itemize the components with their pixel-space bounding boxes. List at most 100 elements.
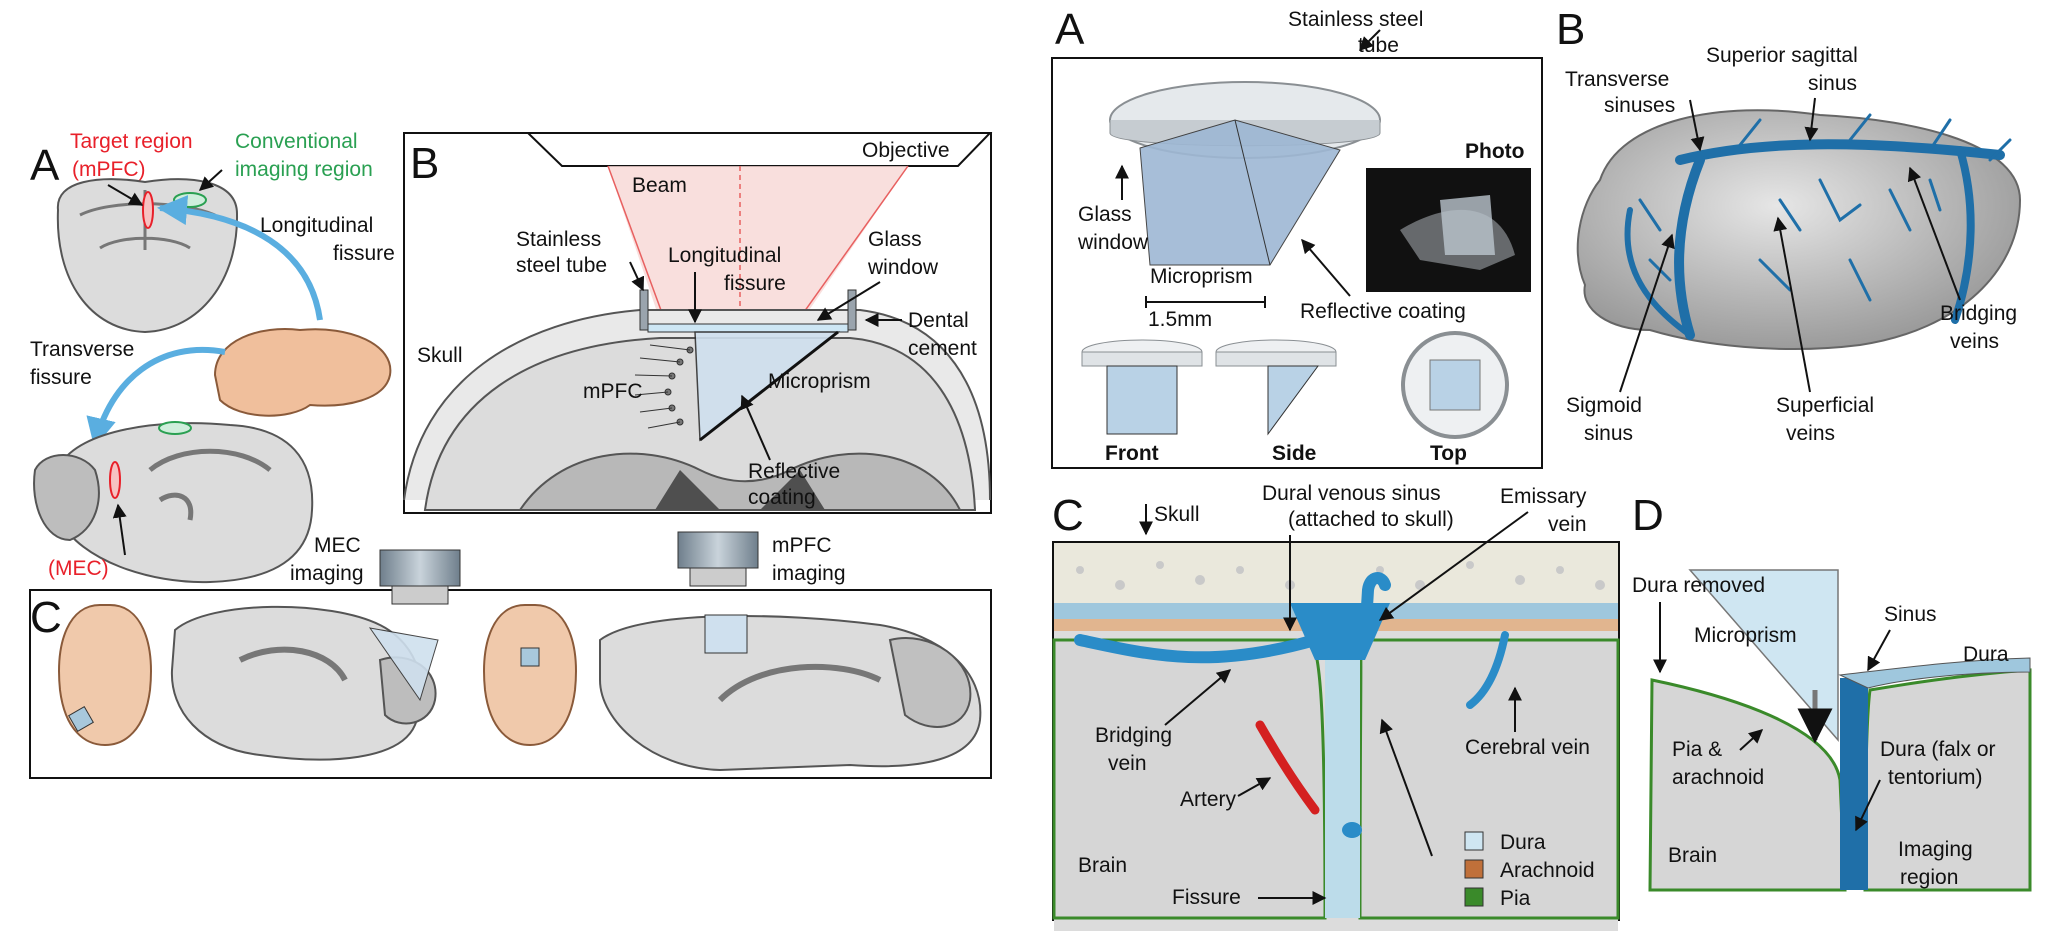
emissary-vein [1359,572,1391,646]
bridging-vein-shape [1074,634,1321,664]
cerebral-vein-label: Cerebral vein [1465,736,1590,759]
mec-imaging-label-2: imaging [290,562,364,585]
artery-label: Artery [1180,788,1237,811]
mpfc-brain-dorsal [483,604,577,747]
longitudinal-fissure-label-1: Longitudinal [260,214,373,237]
mpfc-target-marker [142,191,154,229]
bridging-veins-label-1: Bridging [1940,302,2017,325]
conventional-imaging-marker [173,192,207,208]
pia-arachnoid-label-1: Pia & [1672,738,1722,761]
a-glass-label-1: Glass [1078,203,1132,226]
artery-shape [1255,720,1320,815]
stainless-tube-label-2: steel tube [516,254,607,277]
mec-label: (MEC) [48,557,109,580]
transverse-arrow [86,346,226,448]
photo-label: Photo [1465,140,1524,163]
right-d-letter: D [1632,491,1664,540]
legend-arachnoid: Arachnoid [1500,859,1595,882]
imaging-region-label-1: Imaging [1898,838,1973,861]
mpfc-objective [677,531,759,587]
target-region-label: Target region [70,130,193,153]
objective-lens [525,132,993,167]
right-panel-d: D Dura removed Sinus Microprism Dura Pia… [1632,491,2032,892]
conventional-label-2: imaging region [235,158,373,181]
left-panel-c: C MEC imaging mPFC imaging [29,531,992,779]
left-c-letter: C [30,593,62,642]
superior-sagittal-label-2: sinus [1808,72,1857,95]
pia-arachnoid-label-2: arachnoid [1672,766,1764,789]
imaging-region-label-2: region [1900,866,1958,889]
objective-label: Objective [862,139,950,162]
c-skull-label: Skull [1154,503,1200,526]
mec-brain-sagittal [170,605,423,761]
dural-sinus-label-1: Dural venous sinus [1262,482,1441,505]
front-view [1081,339,1203,435]
sinus-label: Sinus [1884,603,1937,626]
c-bridging-vein-label-1: Bridging [1095,724,1172,747]
top-view [1401,331,1509,439]
mouse-brain-3d [213,328,392,417]
legend-swatch-pia [1464,887,1484,907]
fissure-label: Fissure [1172,886,1241,909]
coronal-brain-section [56,178,239,334]
dura-removed-label: Dura removed [1632,574,1765,597]
scale-bar-label: 1.5mm [1148,308,1212,331]
side-view [1215,339,1337,436]
legend-dura: Dura [1500,831,1546,854]
b-microprism-label: Microprism [768,370,871,393]
b-mpfc-label: mPFC [583,380,643,403]
right-panel-b: B Transverse sinuses Superior sagittal s… [1556,5,2022,445]
conventional-label-1: Conventional [235,130,358,153]
microprism-d [1688,569,1839,743]
longitudinal-fissure-label-2: fissure [333,242,395,265]
b-longitudinal-label-2: fissure [724,272,786,295]
mec-objective [379,549,461,605]
c-bridging-vein-label-2: vein [1108,752,1147,775]
left-panel-a: A Target region (mPFC) Conventional imag… [30,130,395,584]
left-b-letter: B [410,139,439,188]
reflective-coating-label: Reflective coating [1300,300,1466,323]
left-a-letter: A [30,141,60,190]
stainless-tube-label-1: Stainless [516,228,601,251]
mpfc-neurons [634,344,694,429]
dura-falx-label-2: tentorium) [1888,766,1983,789]
b-reflective-label-2: coating [748,486,816,509]
a-glass-label-2: window [1077,231,1149,254]
sigmoid-sinus-label-1: Sigmoid [1566,394,1642,417]
transverse-sinuses-label-2: sinuses [1604,94,1675,117]
front-label: Front [1105,442,1159,465]
b-longitudinal-label-1: Longitudinal [668,244,781,267]
tube-label-1: Stainless steel [1288,8,1423,31]
cerebral-vein-shape [1466,631,1509,709]
side-label: Side [1272,442,1316,465]
brain-tissue-d-left [1648,678,1847,892]
top-label: Top [1430,442,1467,465]
emissary-vein-label-1: Emissary [1500,485,1587,508]
sinus-d [1840,678,1868,890]
legend-pia: Pia [1500,887,1531,910]
dura-layer-d [1838,657,2031,689]
b-glass-label-1: Glass [868,228,922,251]
legend-swatch-dura [1464,831,1484,851]
b-glass-label-2: window [867,256,939,279]
stainless-steel-tube-left [639,289,649,331]
glass-window [647,323,849,333]
skull-layer [1054,543,1618,603]
target-region-name: (mPFC) [72,158,145,181]
stainless-steel-tube-right [847,289,857,331]
mec-imaging-label-1: MEC [314,534,361,557]
dura-falx-label-1: Dura (falx or [1880,738,1996,761]
beam-label: Beam [632,174,687,197]
sigmoid-sinus-label-2: sinus [1584,422,1633,445]
vein-network [1624,113,2012,340]
right-panel-a: A Stainless steel tube Glass window Micr… [1051,5,1543,469]
longitudinal-arrow [157,195,323,321]
mpfc-imaging-label-2: imaging [772,562,846,585]
transverse-fissure-label-2: fissure [30,366,92,389]
right-a-letter: A [1055,5,1085,54]
microprism-3d [1139,119,1341,266]
superficial-veins-label-1: Superficial [1776,394,1874,417]
legend-swatch-arachnoid [1464,859,1484,879]
right-panel-c: C Skull Dural venous sinus (attached to … [1052,482,1620,931]
